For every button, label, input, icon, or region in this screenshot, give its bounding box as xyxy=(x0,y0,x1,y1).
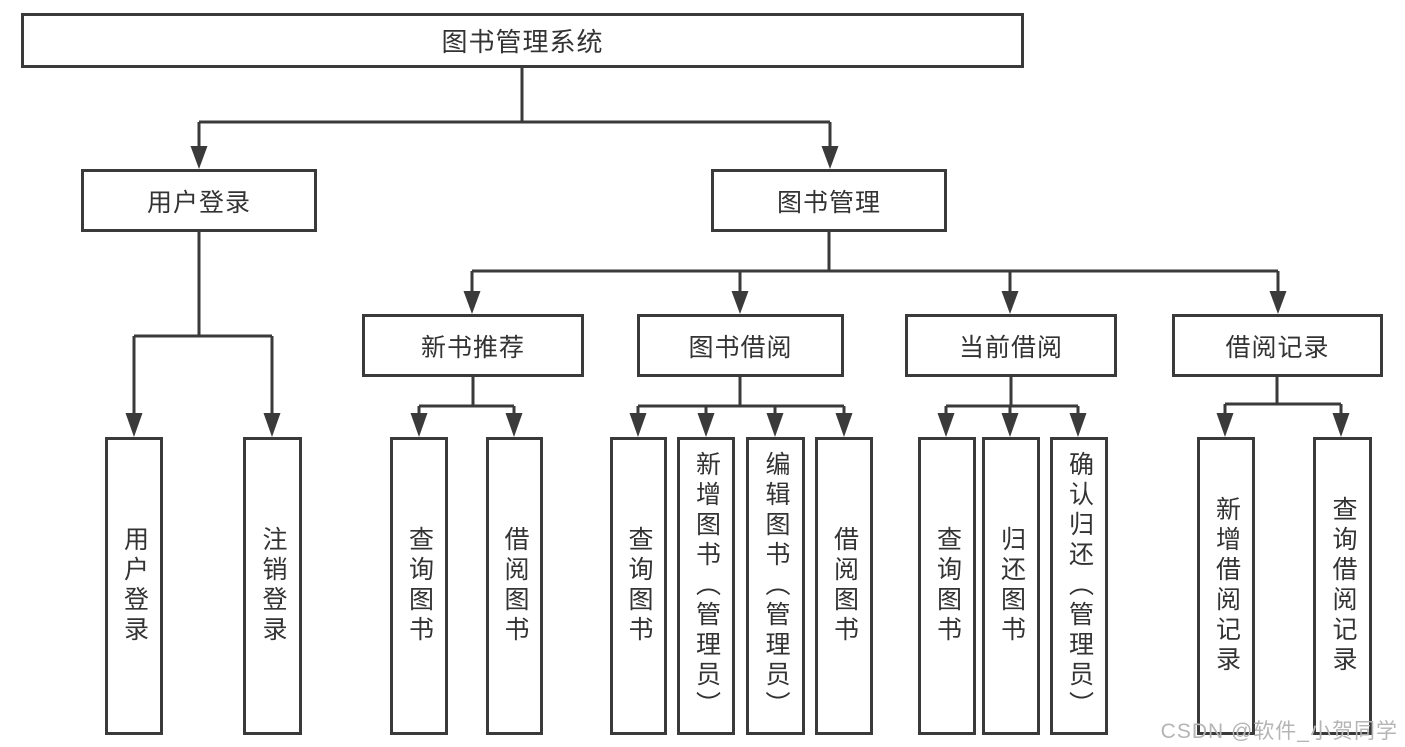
node-borrow-records: 借阅记录 xyxy=(1172,314,1383,377)
leaf-add-borrow-record: 新增借阅记录 xyxy=(1197,437,1255,735)
node-book-management-branch: 图书管理 xyxy=(711,169,947,232)
node-current-borrow: 当前借阅 xyxy=(905,314,1117,377)
leaf-query-borrow-record: 查询借阅记录 xyxy=(1313,437,1372,735)
leaf-confirm-return-admin: 确认归还（管理员） xyxy=(1050,437,1108,735)
node-new-book-recommend: 新书推荐 xyxy=(362,314,584,377)
leaf-query-books-current: 查询图书 xyxy=(918,437,976,735)
node-book-borrow: 图书借阅 xyxy=(637,314,844,377)
leaf-user-login: 用户登录 xyxy=(105,437,163,735)
node-user-login-branch: 用户登录 xyxy=(81,169,317,232)
leaf-logout: 注销登录 xyxy=(243,437,302,735)
leaf-edit-books-admin: 编辑图书（管理员） xyxy=(746,437,805,735)
leaf-borrow-books: 借阅图书 xyxy=(815,437,873,735)
leaf-query-books-borrow: 查询图书 xyxy=(610,437,667,735)
leaf-query-books-recommend: 查询图书 xyxy=(390,437,448,735)
node-library-management-system: 图书管理系统 xyxy=(21,13,1024,68)
csdn-watermark: CSDN @软件_小贺同学 xyxy=(1160,720,1398,743)
leaf-add-books-admin: 新增图书（管理员） xyxy=(677,437,735,735)
leaf-borrow-books-recommend: 借阅图书 xyxy=(486,437,543,735)
leaf-return-books: 归还图书 xyxy=(982,437,1040,735)
